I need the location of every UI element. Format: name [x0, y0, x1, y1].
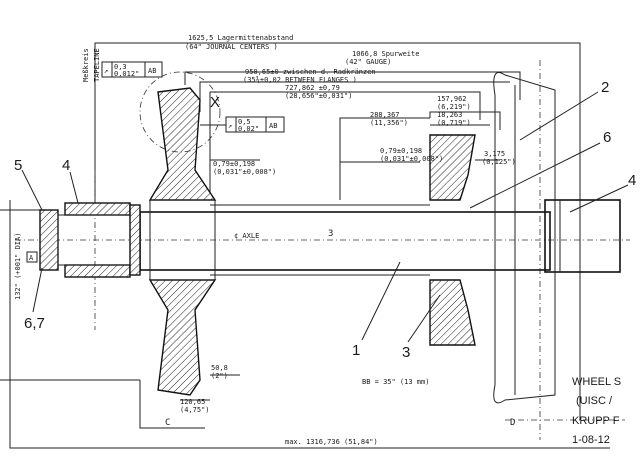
drawing-label: AB: [148, 67, 156, 75]
reference-letters: X A 3 C D: [26, 94, 515, 428]
dimension-lines: [0, 42, 625, 449]
drawing-label: (64" JOURNAL CENTERS ): [185, 43, 278, 51]
tolerance-frame-2: ↗ 0,5 0,02" AB: [200, 116, 285, 133]
centre-lines: [15, 60, 630, 440]
drawing-label: (11,356"): [370, 119, 408, 127]
drawing-label: BB = 35" (13 mm): [362, 378, 429, 386]
brake-disc: [429, 134, 476, 346]
drawing-label: 132" (+001" DIA): [14, 233, 22, 300]
drawing-label: 6: [603, 129, 611, 146]
title-block: WHEEL S (UISC / KRUPP F 1-08-12: [572, 376, 621, 446]
drawing-label: (UISC /: [576, 395, 613, 407]
drawing-label: 157,962: [437, 95, 467, 103]
drawing-label: AB: [269, 122, 277, 130]
drawing-label: max. 1316,736 (51,84"): [285, 438, 378, 446]
drawing-label: 950,65±0 zwischen d. Radkränzen: [245, 68, 376, 76]
drawing-label: KRUPP F: [572, 415, 620, 427]
drawing-label: 5: [14, 157, 22, 174]
drawing-label: Meßkreis: [82, 48, 90, 82]
drawing-label: C: [165, 418, 170, 428]
drawing-label: (4,75"): [180, 406, 210, 414]
drawing-label: 0,3: [114, 63, 127, 71]
drawing-label: 6,7: [24, 315, 45, 332]
dimension-labels: 1625,5 Lagermittenabstand (64" JOURNAL C…: [14, 34, 516, 446]
journal-bearing: [39, 202, 141, 278]
drawing-label: 1-08-12: [572, 434, 610, 446]
drawing-label: ¢ AXLE: [234, 232, 259, 240]
right-wheel: [493, 72, 556, 404]
drawing-label: 3: [328, 229, 333, 239]
drawing-label: (42" GAUGE): [345, 58, 391, 66]
drawing-label: ↗: [228, 122, 232, 130]
drawing-label: 3: [402, 344, 410, 361]
drawing-label: TAPELINE: [93, 48, 101, 82]
left-wheel: [139, 71, 221, 396]
drawing-label: 18,263: [437, 111, 462, 119]
drawing-label: ↗: [104, 67, 108, 75]
drawing-label: (0,031"±0,008"): [213, 168, 276, 176]
drawing-label: 1: [352, 342, 360, 359]
drawing-label: (0,125"): [482, 158, 516, 166]
drawing-label: 0,79±0,198: [380, 147, 422, 155]
drawing-label: 120,65: [180, 398, 205, 406]
drawing-label: 4: [628, 172, 636, 189]
drawing-label: 3,175: [484, 150, 505, 158]
drawing-label: D: [510, 418, 515, 428]
tolerance-frame-1: ↗ 0,3 0,012" AB: [101, 61, 163, 78]
drawing-label: 727,862 ±0,79: [285, 84, 340, 92]
drawing-label: 0,5: [238, 118, 251, 126]
part-callouts: 5 4 6,7 1 3 2 6 4: [14, 79, 636, 361]
axle: [139, 199, 621, 276]
drawing-label: (2"): [211, 372, 228, 380]
drawing-label: 4: [62, 157, 70, 174]
drawing-label: 50,8: [211, 364, 228, 372]
drawing-label: A: [29, 254, 34, 262]
drawing-label: (28,656"±0,031"): [285, 92, 352, 100]
drawing-label: (0,031"±0,008"): [380, 155, 443, 163]
drawing-label: (6,219"): [437, 103, 471, 111]
drawing-label: (35¾±0,02 BETWEEN FLANGES ): [243, 76, 357, 84]
drawing-label: 1066,8 Spurweite: [352, 50, 419, 58]
drawing-label: X: [210, 94, 220, 111]
drawing-label: 0,02": [238, 125, 259, 133]
drawing-label: 288,367: [370, 111, 400, 119]
drawing-label: 0,79±0,198: [213, 160, 255, 168]
drawing-label: WHEEL S: [572, 376, 621, 388]
drawing-label: (0,719"): [437, 119, 471, 127]
drawing-label: 1625,5 Lagermittenabstand: [188, 34, 293, 42]
drawing-label: 0,012": [114, 70, 139, 78]
drawing-label: 2: [601, 79, 609, 96]
